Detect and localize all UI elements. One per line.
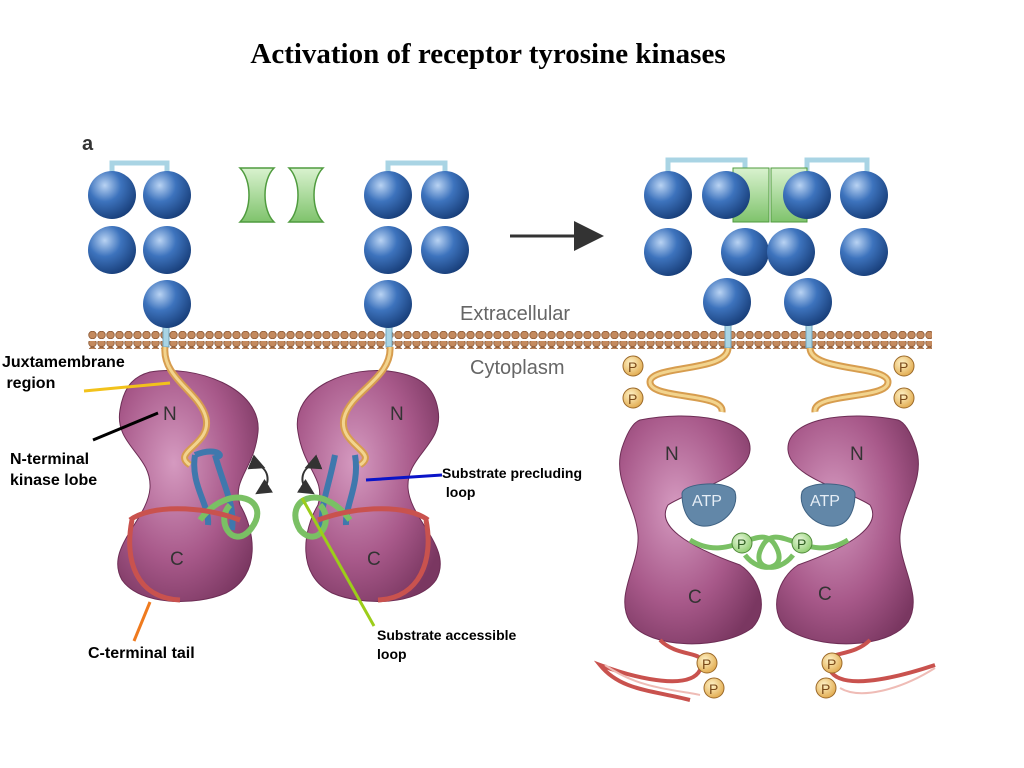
figure-title: Activation of receptor tyrosine kinases xyxy=(250,38,726,70)
phosphate-icon: P xyxy=(893,355,915,377)
receptor-dimer: ATP ATP N N C C xyxy=(593,157,936,702)
juxtamembrane-leader xyxy=(83,381,171,393)
svg-text:P: P xyxy=(702,656,711,672)
phosphate-icon: P xyxy=(696,652,718,674)
phosphate-icon: P xyxy=(622,387,644,409)
svg-text:P: P xyxy=(899,391,908,407)
juxtamembrane-callout: Juxtamembrane region xyxy=(2,354,125,392)
substrate-accessible-callout: Substrate accessible loop xyxy=(377,627,517,662)
n-lobe-label: N xyxy=(390,404,404,425)
phosphate-icon: P xyxy=(731,532,753,554)
svg-text:P: P xyxy=(709,681,718,697)
svg-text:P: P xyxy=(827,656,836,672)
c-lobe-label: C xyxy=(170,549,184,570)
c-lobe-label: C xyxy=(367,549,381,570)
c-lobe-label: C xyxy=(688,587,702,608)
c-terminal-leader xyxy=(132,601,152,642)
substrate-accessible-leader xyxy=(300,497,376,627)
extracellular-label: Extracellular xyxy=(460,303,570,325)
phosphate-icon: P xyxy=(893,387,915,409)
n-lobe-label: N xyxy=(665,444,679,465)
phosphate-icon: P xyxy=(703,677,725,699)
phosphate-icon: P xyxy=(815,677,837,699)
receptor-monomer-left: N C xyxy=(88,160,274,603)
phospho-groups: P P P P P P P P P P xyxy=(622,355,915,699)
c-terminal-tail-callout: C-terminal tail xyxy=(88,645,195,662)
svg-text:P: P xyxy=(628,391,637,407)
c-lobe-label: C xyxy=(818,584,832,605)
svg-text:P: P xyxy=(737,536,746,552)
substrate-precluding-callout: Substrate precluding loop xyxy=(442,465,583,500)
n-lobe-label: N xyxy=(163,404,177,425)
n-lobe-label: N xyxy=(850,444,864,465)
phosphate-icon: P xyxy=(791,532,813,554)
atp-label: ATP xyxy=(810,493,840,510)
phosphate-icon: P xyxy=(821,652,843,674)
substrate-precluding-leader xyxy=(365,473,443,482)
svg-text:P: P xyxy=(821,681,830,697)
phosphate-icon: P xyxy=(622,355,644,377)
cytoplasm-label: Cytoplasm xyxy=(470,357,564,379)
svg-text:P: P xyxy=(797,536,806,552)
n-terminal-leader xyxy=(92,411,159,442)
cell-membrane xyxy=(88,331,932,349)
panel-label: a xyxy=(82,133,94,155)
atp-label: ATP xyxy=(692,493,722,510)
svg-text:P: P xyxy=(899,359,908,375)
ligand xyxy=(238,167,325,223)
receptor-monomer-right: N C xyxy=(292,160,469,603)
n-terminal-callout: N-terminal kinase lobe xyxy=(10,451,98,489)
svg-text:P: P xyxy=(628,359,637,375)
